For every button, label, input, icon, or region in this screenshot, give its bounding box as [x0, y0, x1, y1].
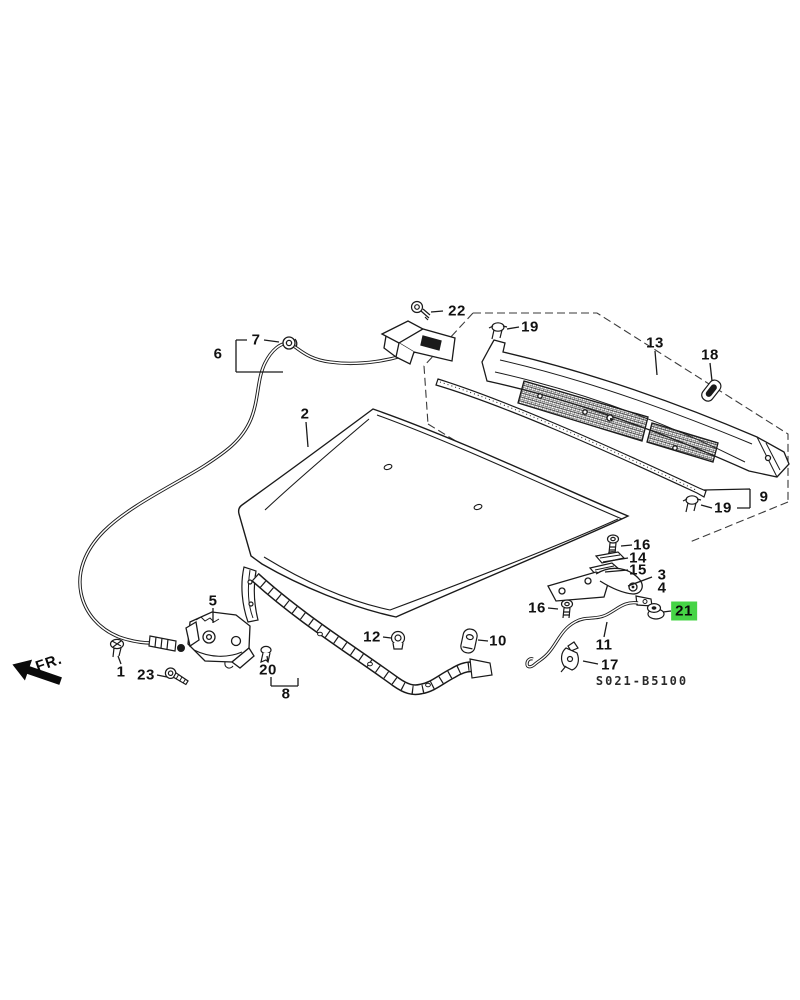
- part-label-23: 23: [137, 666, 155, 684]
- hood-lock-assembly: [185, 611, 255, 669]
- opener-handle-bracket: [380, 320, 456, 365]
- part-label-10: 10: [489, 632, 507, 650]
- bulkhead-upright: [241, 566, 259, 623]
- bolt-23: [164, 667, 189, 686]
- hood-panel: [237, 408, 630, 618]
- part-label-14: 14: [629, 549, 647, 567]
- cowl-seal-rubber: [435, 378, 707, 498]
- stay-clamp-17: [560, 641, 579, 673]
- front-seal-strip: [251, 572, 493, 696]
- cowl-top-panel: [481, 339, 790, 478]
- cable-grommet: [282, 336, 298, 350]
- part-label-17: 17: [601, 656, 619, 674]
- stay-grommet-21: [646, 602, 665, 620]
- part-label-3: 3: [657, 566, 667, 584]
- part-label-19a: 19: [521, 318, 539, 336]
- leader-lines: [117, 310, 751, 687]
- part-label-13: 13: [646, 334, 664, 352]
- cable-clip-1: [109, 638, 125, 658]
- hood-hinge-3-4: [547, 567, 643, 602]
- part-label-1: 1: [116, 663, 126, 681]
- part-label-20: 20: [259, 661, 277, 679]
- diagram-code: S021-B5100: [595, 674, 689, 688]
- hood-cushion-10: [460, 628, 478, 654]
- part-label-15: 15: [629, 561, 647, 579]
- clip-20: [260, 645, 272, 664]
- part-label-19b: 19: [714, 499, 732, 517]
- hood-release-cable: [78, 341, 421, 652]
- part-label-16a: 16: [633, 536, 651, 554]
- part-label-9: 9: [759, 488, 769, 506]
- cowl-clip-19-top: [488, 322, 508, 340]
- fr-direction-arrow: [12, 659, 62, 685]
- part-label-6: 6: [213, 345, 223, 363]
- part-label-11: 11: [595, 636, 613, 654]
- part-label-22: 22: [448, 302, 466, 320]
- part-label-18: 18: [701, 346, 719, 364]
- nut-12: [390, 630, 406, 650]
- hinge-bolt-16-lower: [560, 599, 574, 619]
- part-label-2: 2: [300, 405, 310, 423]
- cowl-rubber-18: [701, 379, 722, 402]
- cowl-clip-19-bottom: [682, 495, 702, 513]
- cable-end-fitting: [148, 635, 186, 652]
- part-label-5: 5: [208, 592, 218, 610]
- opener-bolt-22: [410, 300, 431, 321]
- part-label-7: 7: [251, 331, 261, 349]
- part-label-4: 4: [657, 579, 667, 597]
- part-label-21: 21: [671, 601, 697, 621]
- part-label-8: 8: [281, 685, 291, 703]
- part-label-16b: 16: [528, 599, 546, 617]
- part-label-12: 12: [363, 628, 381, 646]
